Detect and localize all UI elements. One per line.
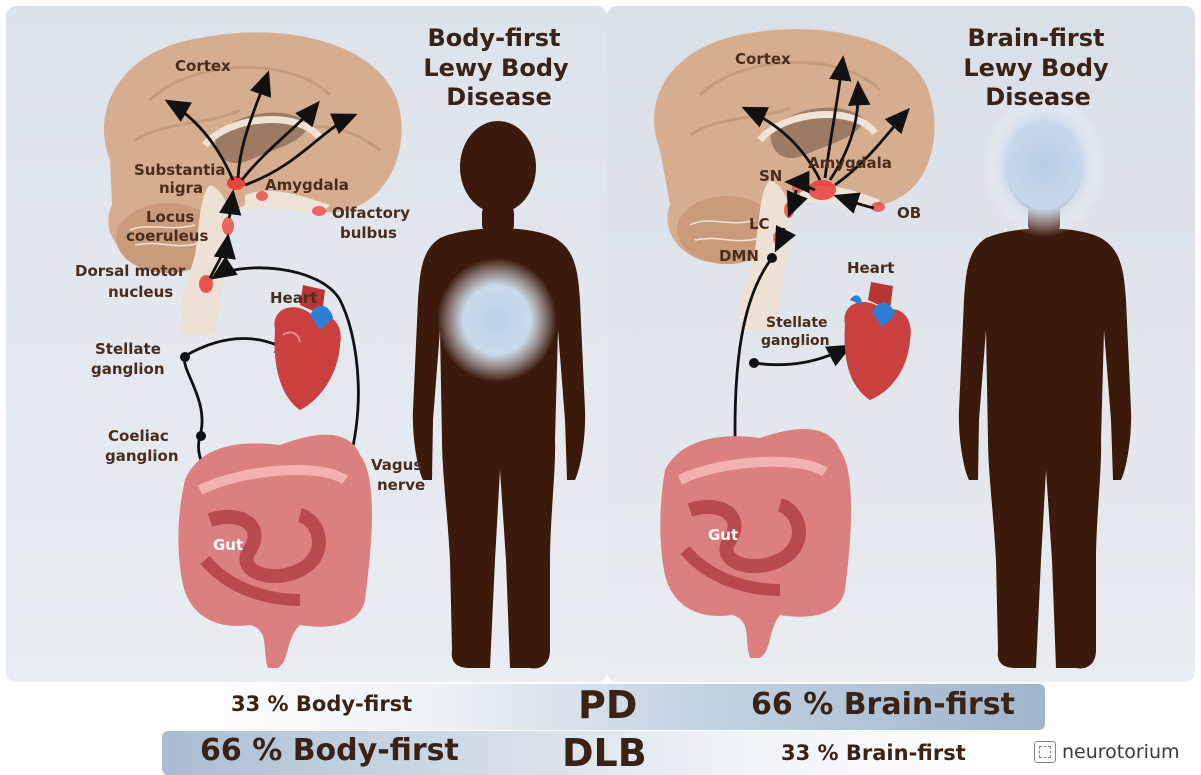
label-stellate-ganglion: ganglion bbox=[91, 360, 165, 378]
label-sn: SN bbox=[759, 167, 782, 185]
right-gut-icon bbox=[660, 429, 851, 658]
coeliac-ganglion-node bbox=[196, 431, 206, 441]
label-stellate-right: Stellate bbox=[766, 315, 828, 331]
label-gut-right: Gut bbox=[708, 526, 738, 544]
label-cortex-right: Cortex bbox=[735, 50, 791, 68]
label-nigra: nigra bbox=[159, 179, 203, 197]
label-gut: Gut bbox=[213, 536, 243, 554]
right-brain bbox=[654, 29, 935, 330]
label-nerve: nerve bbox=[377, 476, 425, 494]
right-title-line-3: Disease bbox=[985, 83, 1090, 111]
dlb-brain-first: 33 % Brain-first bbox=[781, 741, 966, 765]
label-coeliac: Coeliac bbox=[108, 427, 169, 445]
right-heart-icon bbox=[844, 282, 910, 400]
stellate-ganglion-node bbox=[180, 352, 190, 362]
left-title-line-2: Lewy Body bbox=[423, 54, 569, 82]
label-coeliac-ganglion: ganglion bbox=[105, 447, 179, 465]
label-nucleus: nucleus bbox=[108, 283, 173, 301]
left-gut-icon bbox=[178, 435, 372, 668]
left-gut-glow bbox=[437, 258, 557, 382]
brain-grid-icon bbox=[1034, 741, 1056, 763]
pd-body-first: 33 % Body-first bbox=[231, 692, 412, 716]
label-olfactory: Olfactory bbox=[332, 204, 410, 222]
right-stellate-node bbox=[749, 358, 759, 368]
label-dorsal-motor: Dorsal motor bbox=[75, 262, 186, 280]
label-cortex: Cortex bbox=[175, 57, 231, 75]
pd-brain-first: 66 % Brain-first bbox=[751, 687, 1015, 722]
label-lc: LC bbox=[749, 215, 770, 233]
label-amygdala: Amygdala bbox=[265, 176, 349, 194]
label-amygdala-right: Amygdala bbox=[808, 154, 892, 172]
dlb-body-first: 66 % Body-first bbox=[200, 733, 459, 768]
right-title: Brain-first Lewy Body Disease bbox=[963, 24, 1109, 111]
label-heart-right: Heart bbox=[847, 259, 894, 277]
label-locus: Locus bbox=[146, 208, 194, 226]
brand-name: neurotorium bbox=[1062, 741, 1180, 763]
left-body-silhouette bbox=[413, 121, 585, 668]
label-bulbus: bulbus bbox=[340, 224, 397, 242]
label-stellate: Stellate bbox=[95, 340, 161, 358]
label-vagus: Vagus bbox=[371, 456, 422, 474]
pd-label: PD bbox=[578, 683, 637, 727]
left-title: Body-first Lewy Body Disease bbox=[423, 24, 569, 111]
right-title-line-1: Brain-first bbox=[968, 24, 1105, 52]
label-stellate-ganglion-right: ganglion bbox=[761, 333, 830, 349]
left-title-line-3: Disease bbox=[446, 83, 551, 111]
label-heart: Heart bbox=[270, 289, 317, 307]
right-brain-glow bbox=[982, 93, 1106, 237]
neurotorium-logo: neurotorium bbox=[1034, 741, 1180, 763]
dlb-label: DLB bbox=[562, 731, 647, 775]
label-coeruleus: coeruleus bbox=[126, 227, 208, 245]
label-dmn: DMN bbox=[719, 247, 759, 265]
right-title-line-2: Lewy Body bbox=[963, 54, 1109, 82]
label-ob: OB bbox=[897, 204, 921, 222]
left-title-line-1: Body-first bbox=[428, 24, 561, 52]
dmn-node bbox=[767, 253, 777, 263]
label-substantia: Substantia bbox=[134, 161, 226, 179]
